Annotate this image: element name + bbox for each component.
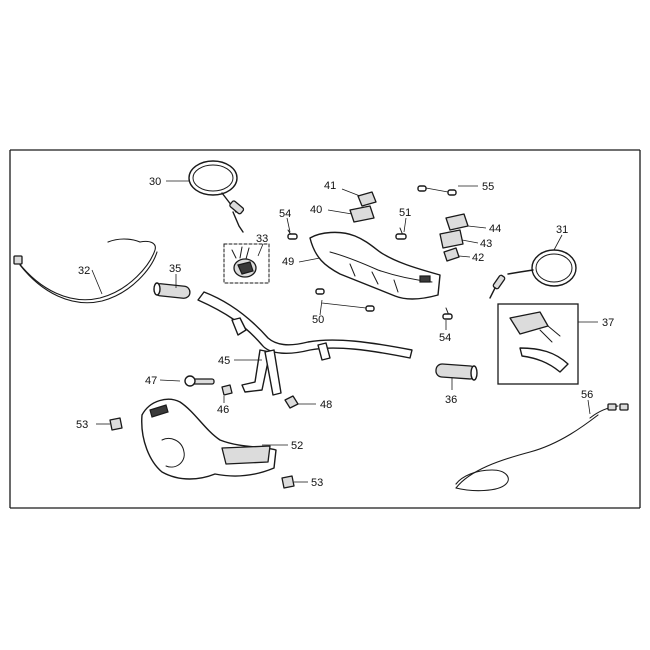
callout-32: 32 <box>78 265 90 277</box>
callout-41: 41 <box>324 180 336 192</box>
diagram-frame <box>9 149 641 509</box>
screw-54-upper <box>287 229 298 240</box>
clip-53-lower <box>281 475 295 489</box>
switch-top <box>445 213 469 231</box>
switch-small <box>443 247 460 262</box>
left-grip <box>153 282 191 299</box>
callout-50: 50 <box>312 314 324 326</box>
callout-43: 43 <box>480 238 492 250</box>
callout-55: 55 <box>482 181 494 193</box>
callout-53-upper: 53 <box>76 419 88 431</box>
callout-44: 44 <box>489 223 501 235</box>
callout-33: 33 <box>256 233 268 245</box>
callout-47: 47 <box>145 375 157 387</box>
callout-48: 48 <box>320 399 332 411</box>
right-mirror <box>489 249 577 299</box>
handlebar-nut <box>221 384 233 396</box>
handlebar-cover-lower <box>141 398 277 480</box>
handle-switch <box>223 243 270 284</box>
right-grip <box>435 363 478 381</box>
callout-54-upper: 54 <box>279 208 291 220</box>
clip-53-upper <box>109 417 123 431</box>
screw-51 <box>395 227 407 240</box>
brake-light-switch <box>349 205 375 223</box>
callout-49: 49 <box>282 256 294 268</box>
callout-45: 45 <box>218 355 230 367</box>
clip <box>284 395 299 409</box>
screws-55 <box>417 185 457 196</box>
switch-cap <box>357 191 377 207</box>
switch-housing <box>439 229 464 249</box>
left-mirror <box>188 160 245 233</box>
leader-lines <box>91 180 598 483</box>
brake-cable-right <box>455 403 629 492</box>
callout-36: 36 <box>445 394 457 406</box>
callout-51: 51 <box>399 207 411 219</box>
callout-54-lower: 54 <box>439 332 451 344</box>
handlebar-cover-upper <box>309 231 441 300</box>
callout-56: 56 <box>581 389 593 401</box>
callout-53-lower: 53 <box>311 477 323 489</box>
handlebar-tube <box>197 291 413 396</box>
brake-cable-left <box>13 238 158 304</box>
callout-31: 31 <box>556 224 568 236</box>
callouts: 30 41 55 40 51 54 44 31 33 43 49 42 32 3… <box>76 176 614 489</box>
callout-35: 35 <box>169 263 181 275</box>
brake-lever-assembly <box>497 303 579 385</box>
screw-54-lower <box>442 307 453 320</box>
callout-40: 40 <box>310 204 322 216</box>
handlebar-bolt <box>184 375 215 387</box>
callout-42: 42 <box>472 252 484 264</box>
callout-37: 37 <box>602 317 614 329</box>
screws-50 <box>315 288 375 316</box>
callout-46: 46 <box>217 404 229 416</box>
callout-52: 52 <box>291 440 303 452</box>
callout-30: 30 <box>149 176 161 188</box>
